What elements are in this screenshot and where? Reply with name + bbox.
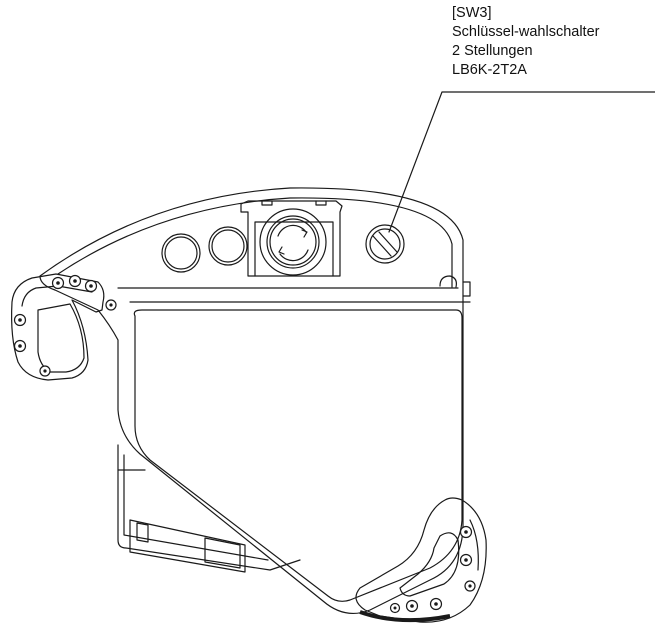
- callout-line-name: Schlüssel-wahlschalter: [452, 24, 600, 40]
- display-panel: [133, 309, 463, 602]
- emergency-stop-button: [259, 208, 327, 276]
- callout-line-part-number: LB6K-2T2A: [452, 62, 527, 78]
- main-body-outline: [39, 187, 464, 615]
- estop-housing: [240, 200, 343, 277]
- key-selector-switch: [365, 224, 405, 264]
- right-grip: [355, 497, 487, 623]
- left-grip: [11, 273, 105, 381]
- rear-housing: [117, 444, 301, 573]
- callout-leader-line: [388, 91, 655, 233]
- callout-line-positions: 2 Stellungen: [452, 43, 533, 59]
- pilot-light-left: [161, 233, 201, 273]
- pilot-light-right: [208, 226, 248, 266]
- callout-label: [SW3] Schlüssel-wahlschalter 2 Stellunge…: [452, 4, 599, 80]
- callout-line-id: [SW3]: [452, 5, 492, 21]
